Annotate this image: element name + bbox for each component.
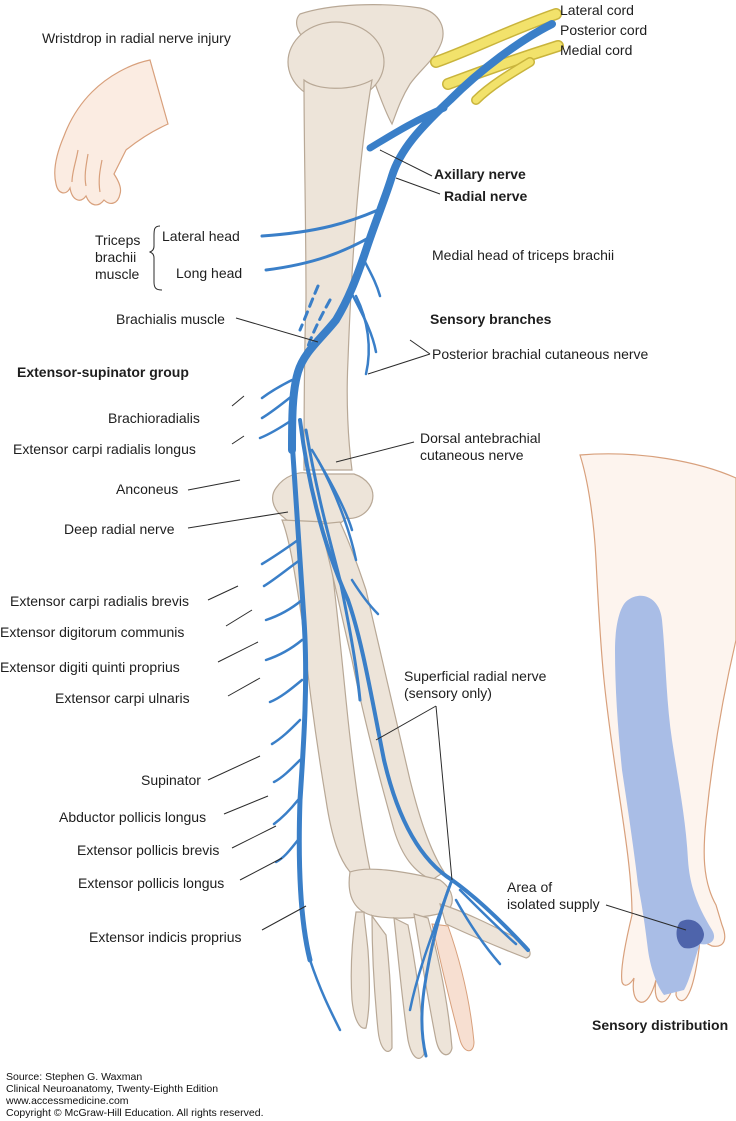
thumb-skin	[431, 923, 475, 1052]
edc-label: Extensor digitorum communis	[0, 624, 185, 640]
epb-label: Extensor pollicis brevis	[77, 842, 220, 858]
medial-head-label: Medial head of triceps brachii	[432, 247, 615, 263]
superficial-radial-label-2: (sensory only)	[404, 685, 492, 701]
sensory-distribution-label: Sensory distribution	[592, 1017, 729, 1033]
axillary-nerve	[366, 104, 448, 152]
finger-1	[350, 911, 370, 1029]
lateral-head-label: Lateral head	[162, 228, 240, 244]
triceps-label-3: muscle	[95, 266, 140, 282]
sensory-area	[615, 595, 715, 995]
axillary-nerve-label: Axillary nerve	[434, 166, 526, 182]
source-line-1: Source: Stephen G. Waxman	[6, 1071, 143, 1083]
posterior-brachial-label: Posterior brachial cutaneous nerve	[432, 346, 649, 362]
posterior-cord-label: Posterior cord	[560, 22, 648, 38]
source-credit: Source: Stephen G. Waxman Clinical Neuro…	[6, 1071, 264, 1119]
superficial-radial-label-1: Superficial radial nerve	[404, 668, 547, 684]
apl-label: Abductor pollicis longus	[59, 809, 207, 825]
thumb	[439, 903, 531, 959]
ecu-label: Extensor carpi ulnaris	[55, 690, 190, 706]
ecrl-label: Extensor carpi radialis longus	[13, 441, 196, 457]
eip-label: Extensor indicis proprius	[89, 929, 242, 945]
brachial-cords	[430, 8, 564, 105]
radial-nerve-label: Radial nerve	[444, 188, 528, 204]
posterior-cord-nerve	[288, 20, 556, 454]
medial-cord-label: Medial cord	[560, 42, 633, 58]
dorsal-antebrachial-label-1: Dorsal antebrachial	[420, 430, 541, 446]
leader-lines	[148, 149, 453, 931]
brachialis-label: Brachialis muscle	[116, 311, 225, 327]
finger-3	[393, 916, 425, 1059]
epl-label: Extensor pollicis longus	[78, 875, 225, 891]
area-label-1: Area of	[507, 879, 553, 895]
sensory-distribution-figure	[579, 453, 736, 1003]
isolated-supply-area	[676, 919, 704, 949]
deep-radial-label: Deep radial nerve	[64, 521, 175, 537]
wristdrop-hand-figure	[54, 59, 169, 206]
anconeus-label: Anconeus	[116, 481, 179, 497]
dorsal-antebrachial-label-2: cutaneous nerve	[420, 447, 524, 463]
finger-4	[413, 913, 453, 1056]
supinator-label: Supinator	[141, 772, 201, 788]
wristdrop-label: Wristdrop in radial nerve injury	[42, 30, 231, 46]
source-line-4: Copyright © McGraw-Hill Education. All r…	[6, 1107, 264, 1119]
triceps-label-1: Triceps	[95, 232, 141, 248]
edqp-label: Extensor digiti quinti proprius	[0, 659, 180, 675]
finger-2	[371, 914, 393, 1052]
ecrb-label: Extensor carpi radialis brevis	[10, 593, 189, 609]
radial-nerve	[258, 20, 556, 1058]
source-line-2: Clinical Neuroanatomy, Twenty-Eighth Edi…	[6, 1083, 219, 1095]
source-line-3: www.accessmedicine.com	[6, 1095, 129, 1107]
triceps-label-2: brachii	[95, 249, 137, 265]
lateral-cord-label: Lateral cord	[560, 2, 634, 18]
area-label-2: isolated supply	[507, 896, 600, 912]
brachioradialis-label: Brachioradialis	[108, 410, 200, 426]
humerus	[303, 78, 373, 471]
sensory-branches-label: Sensory branches	[430, 311, 552, 327]
extensor-supinator-label: Extensor-supinator group	[17, 364, 189, 380]
long-head-label: Long head	[176, 265, 243, 281]
